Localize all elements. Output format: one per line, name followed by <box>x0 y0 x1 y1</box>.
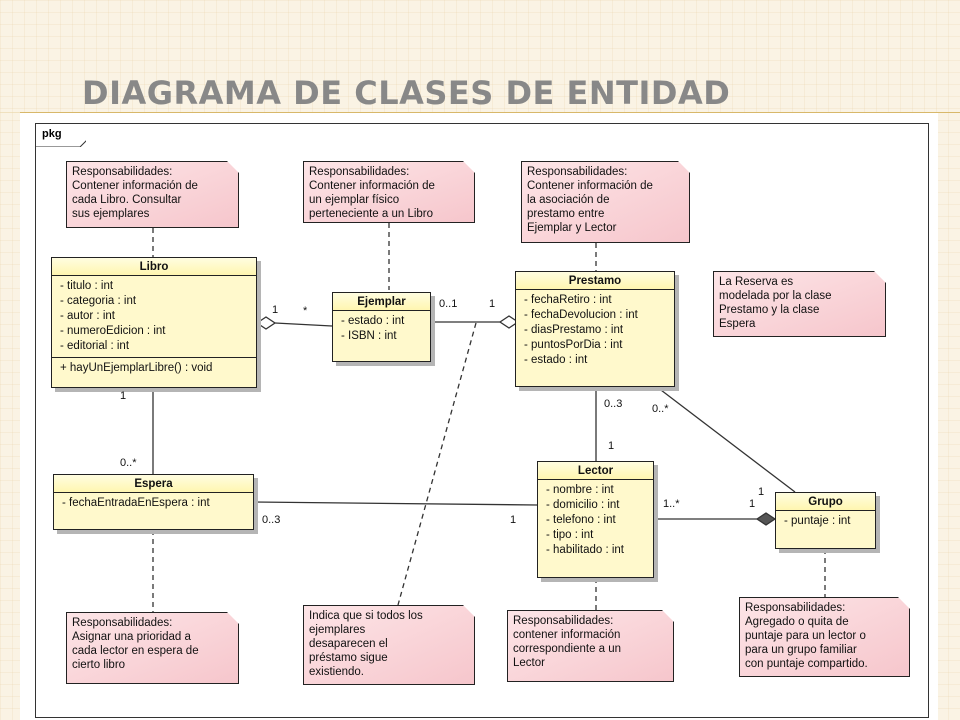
class-libro-attributes: - titulo : int - categoria : int - autor… <box>60 280 166 352</box>
mult-lector-grupo-1many: 1..* <box>663 498 680 510</box>
class-grupo[interactable]: Grupo - puntaje : int <box>775 492 876 549</box>
assoc-libro-ejemplar <box>274 322 333 327</box>
class-libro-name: Libro <box>52 258 256 276</box>
mult-ejemplar-prestamo-01: 0..1 <box>439 298 458 310</box>
assoc-espera-lector <box>253 501 538 506</box>
anchor-indica-note <box>397 322 477 606</box>
note-ejemplar: Responsabilidades: Contener información … <box>303 161 475 223</box>
class-espera-name: Espera <box>54 475 253 493</box>
mult-libro-espera-0many: 0..* <box>120 457 137 469</box>
mult-prestamo-lector-03: 0..3 <box>604 398 623 410</box>
class-grupo-attributes: - puntaje : int <box>784 515 851 527</box>
mult-espera-lector-03: 0..3 <box>262 514 281 526</box>
class-lector-name: Lector <box>538 462 653 480</box>
title-underline <box>20 112 960 113</box>
class-prestamo[interactable]: Prestamo - fechaRetiro : int - fechaDevo… <box>515 271 675 387</box>
note-grupo: Responsabilidades: Agregado o quita de p… <box>739 597 910 677</box>
aggregation-diamond-libro <box>255 316 277 330</box>
composition-diamond-grupo <box>755 512 777 526</box>
class-prestamo-attributes: - fechaRetiro : int - fechaDevolucion : … <box>524 294 638 366</box>
class-lector-attributes: - nombre : int - domicilio : int - telef… <box>546 484 624 556</box>
package-label: pkg <box>42 128 62 140</box>
class-libro[interactable]: Libro - titulo : int - categoria : int -… <box>51 257 257 388</box>
mult-libro-espera-1: 1 <box>120 390 127 402</box>
class-libro-operations: + hayUnEjemplarLibre() : void <box>52 357 256 379</box>
class-espera-attributes: - fechaEntradaEnEspera : int <box>62 497 210 509</box>
mult-grupo-lector-1: 1 <box>749 498 756 510</box>
class-grupo-name: Grupo <box>776 493 875 511</box>
class-espera[interactable]: Espera - fechaEntradaEnEspera : int <box>53 474 254 530</box>
mult-grupo-prestamo-1: 1 <box>758 486 765 498</box>
mult-libro-ejemplar-many: * <box>303 305 308 317</box>
package-tab <box>36 140 86 147</box>
class-lector[interactable]: Lector - nombre : int - domicilio : int … <box>537 461 654 578</box>
class-ejemplar-name: Ejemplar <box>333 293 430 311</box>
note-libro: Responsabilidades: Contener información … <box>66 161 239 228</box>
slide-title: Diagrama de clases de entidad <box>82 74 731 112</box>
note-indica: Indica que si todos los ejemplares desap… <box>303 605 475 685</box>
note-prestamo: Responsabilidades: Contener información … <box>521 161 690 243</box>
class-ejemplar-attributes: - estado : int - ISBN : int <box>341 315 405 342</box>
class-prestamo-name: Prestamo <box>516 272 674 290</box>
note-lector: Responsabilidades: contener información … <box>507 610 674 682</box>
note-espera: Responsabilidades: Asignar una prioridad… <box>66 612 239 684</box>
mult-ejemplar-prestamo-1: 1 <box>489 298 496 310</box>
mult-prestamo-lector-1: 1 <box>608 440 615 452</box>
mult-espera-lector-1: 1 <box>510 514 517 526</box>
note-reserva: La Reserva es modelada por la clase Pres… <box>713 271 886 337</box>
class-ejemplar[interactable]: Ejemplar - estado : int - ISBN : int <box>332 292 431 362</box>
mult-libro-ejemplar-1: 1 <box>272 304 279 316</box>
mult-prestamo-grupo-0many: 0..* <box>652 403 669 415</box>
assoc-prestamo-grupo <box>656 386 796 493</box>
